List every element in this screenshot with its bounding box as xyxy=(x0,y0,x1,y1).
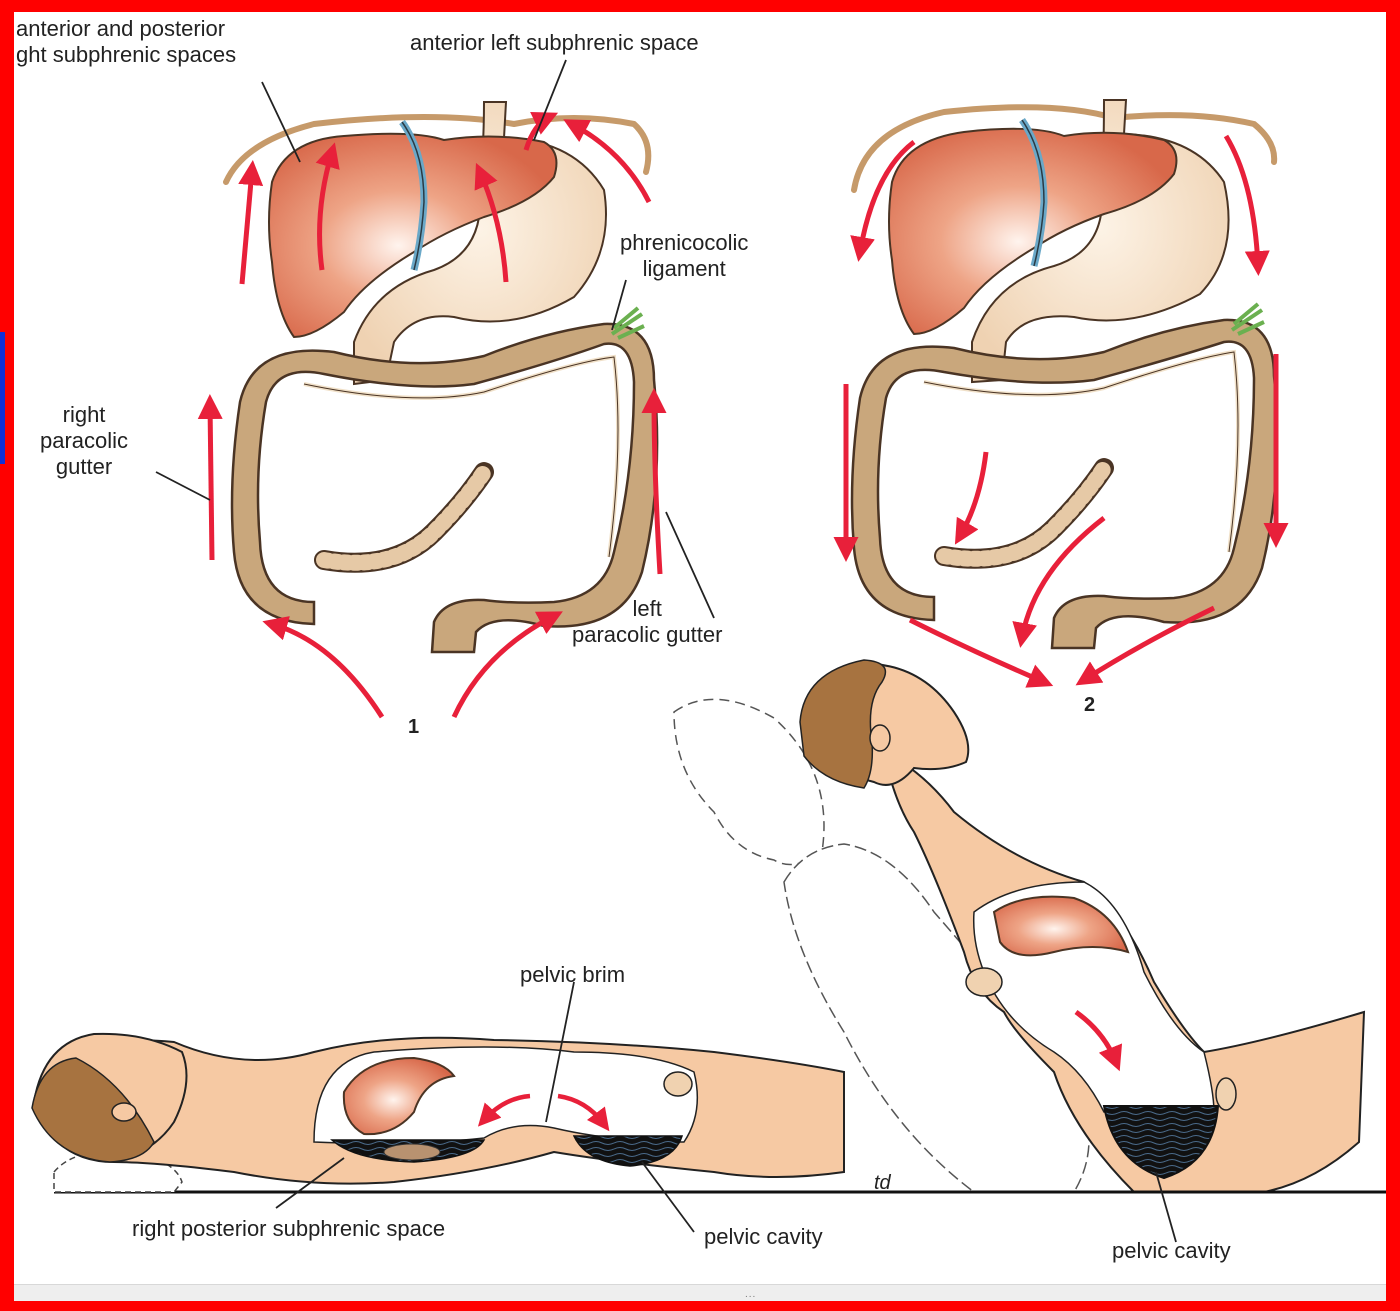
label-pelvic-cavity-supine: pelvic cavity xyxy=(704,1224,823,1250)
sitting-kidney xyxy=(966,968,1002,996)
label-anterior-left-subphrenic: anterior left subphrenic space xyxy=(410,30,699,56)
colon-2 xyxy=(852,320,1277,648)
label-line: right xyxy=(40,402,128,428)
figure-number-1: 1 xyxy=(408,716,419,739)
resize-grip[interactable]: ... xyxy=(745,1291,756,1299)
label-line: paracolic gutter xyxy=(572,622,722,648)
label-line: gutter xyxy=(40,454,128,480)
diagram-canvas: anterior and posterior ght subphrenic sp… xyxy=(14,12,1386,1300)
label-line: phrenicocolic xyxy=(620,230,748,256)
label-left-paracolic-gutter: left paracolic gutter xyxy=(572,596,722,648)
label-line: anterior and posterior xyxy=(16,16,236,42)
label-line: paracolic xyxy=(40,428,128,454)
supine-bladder xyxy=(664,1072,692,1096)
side-tab[interactable] xyxy=(0,332,5,464)
supine-kidney xyxy=(384,1144,440,1160)
label-pelvic-brim: pelvic brim xyxy=(520,962,625,988)
label-phrenicocolic-ligament: phrenicocolic ligament xyxy=(620,230,748,282)
figure-2 xyxy=(846,100,1277,682)
artist-signature: td xyxy=(874,1170,891,1196)
figure-number-2: 2 xyxy=(1084,694,1095,717)
label-anterior-posterior-right-subphrenic: anterior and posterior ght subphrenic sp… xyxy=(16,16,236,68)
anatomy-illustration xyxy=(14,12,1386,1300)
sitting-bladder xyxy=(1216,1078,1236,1110)
label-line: ligament xyxy=(620,256,748,282)
label-pelvic-cavity-sitting: pelvic cavity xyxy=(1112,1238,1231,1264)
status-bar xyxy=(14,1284,1386,1301)
label-line: left xyxy=(572,596,722,622)
supine-ear xyxy=(112,1103,136,1121)
label-right-paracolic-gutter: right paracolic gutter xyxy=(40,402,128,480)
sitting-ear xyxy=(870,725,890,751)
label-line: ght subphrenic spaces xyxy=(16,42,236,68)
label-right-posterior-subphrenic: right posterior subphrenic space xyxy=(132,1216,445,1242)
